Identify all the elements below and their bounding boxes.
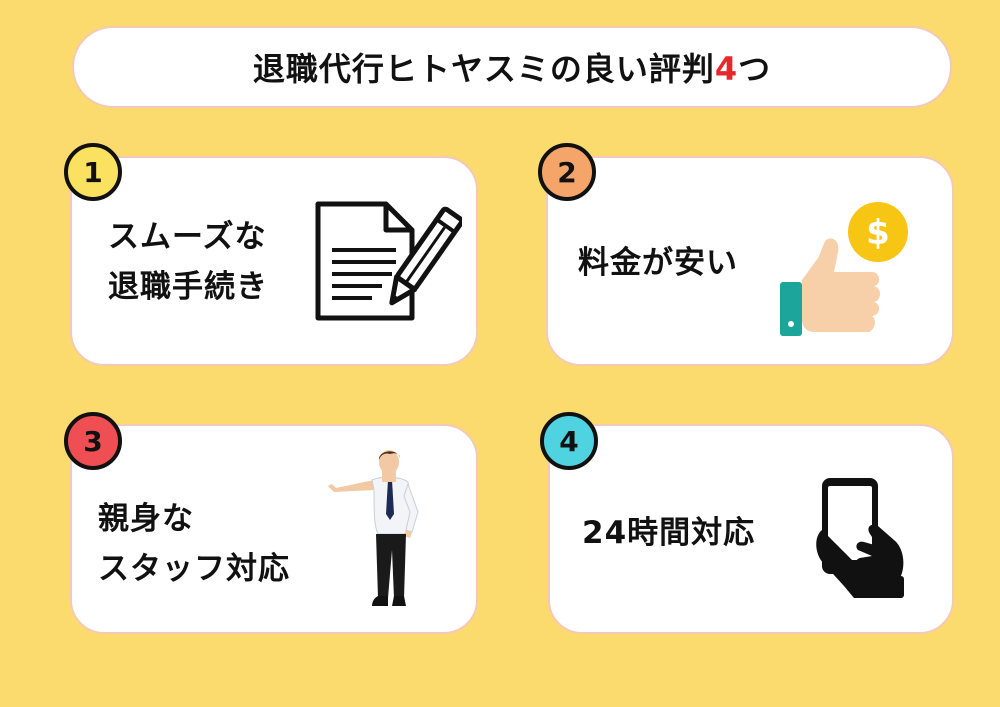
card-label-2: 料金が安い	[578, 238, 738, 288]
number-badge-1: 1	[64, 143, 122, 201]
title-suffix: つ	[738, 50, 772, 88]
card-kind-staff	[70, 424, 478, 634]
card-label-3-line-2: スタッフ対応	[98, 551, 290, 587]
card-label-1: スムーズな 退職手続き	[108, 212, 268, 312]
card-24h-support	[548, 424, 954, 634]
smartphone-hand-icon	[816, 478, 904, 598]
number-badge-3: 3	[64, 412, 122, 470]
title-banner: 退職代行ヒトヤスミの良い評判4つ	[72, 26, 952, 108]
title-main: 退職代行ヒトヤスミの良い評判	[252, 50, 715, 88]
card-label-4: 24時間対応	[582, 508, 755, 558]
card-label-1-line-1: スムーズな	[108, 219, 267, 255]
card-low-price	[546, 156, 954, 366]
card-label-2-line-1: 料金が安い	[578, 245, 738, 281]
card-label-1-line-2: 退職手続き	[108, 269, 268, 305]
page-title: 退職代行ヒトヤスミの良い評判4つ	[253, 44, 771, 90]
card-label-3: 親身な スタッフ対応	[98, 494, 290, 594]
staff-person-icon	[328, 450, 419, 606]
number-badge-4: 4	[540, 412, 598, 470]
thumbs-up-dollar-icon: $	[780, 202, 908, 336]
number-badge-2: 2	[538, 143, 596, 201]
card-label-3-line-1: 親身な	[98, 501, 194, 537]
svg-text:$: $	[866, 213, 890, 253]
title-number: 4	[714, 50, 739, 88]
dollar-coin-icon	[848, 202, 908, 262]
document-pen-icon	[315, 201, 462, 321]
card-label-4-line-1: 24時間対応	[582, 515, 756, 551]
